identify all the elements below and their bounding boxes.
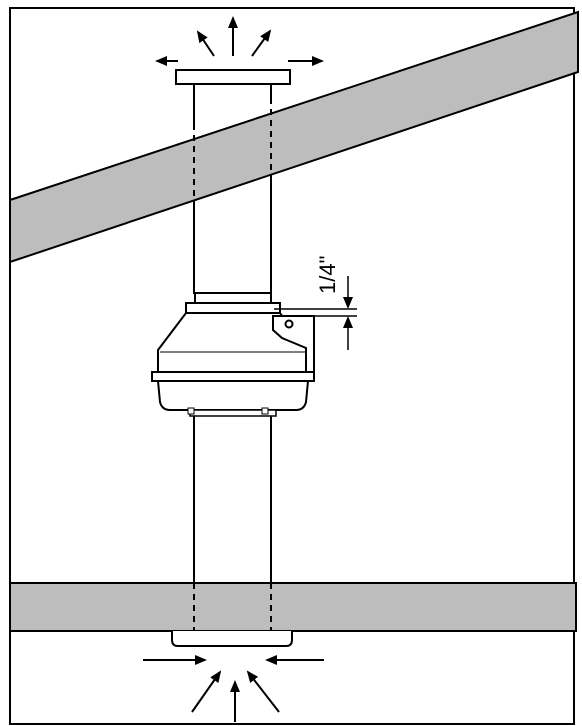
roof-panel	[9, 10, 579, 264]
lower-duct	[193, 416, 272, 583]
upper-duct-hidden-lines	[193, 98, 272, 202]
inline-fan	[151, 312, 315, 417]
ceiling-grille	[171, 631, 293, 647]
clearance-dimension	[274, 276, 357, 350]
mounting-bracket	[272, 315, 315, 373]
exhaust-arrows	[155, 16, 324, 66]
roof-cap	[175, 69, 291, 85]
clearance-label: 1/4"	[315, 256, 340, 294]
fan-collar-top	[185, 292, 281, 314]
lower-duct-hidden-lines	[193, 583, 272, 631]
outer-frame	[9, 7, 575, 725]
intake-arrows	[143, 655, 324, 722]
ceiling-panel	[9, 582, 577, 632]
upper-duct	[193, 84, 272, 294]
